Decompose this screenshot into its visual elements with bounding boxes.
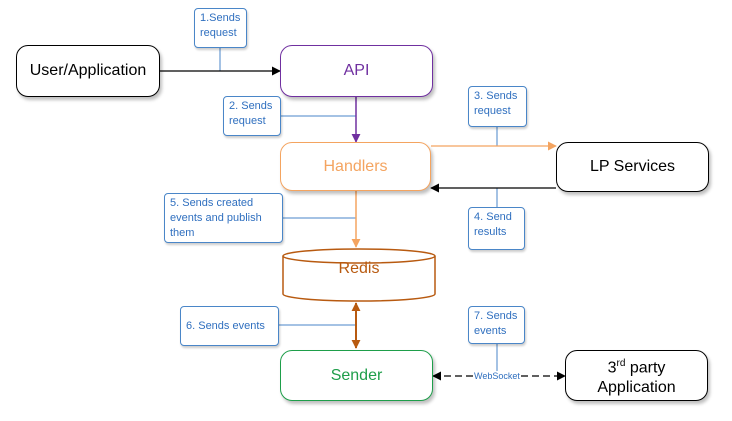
redis-cylinder <box>282 248 436 302</box>
note-6-sends-events: 6. Sends events <box>180 306 279 346</box>
note-5-sends-created-events: 5. Sends created events and publish them <box>164 193 283 243</box>
third-party-application-node[interactable]: 3rd party Application <box>565 350 708 401</box>
lp-services-node[interactable]: LP Services <box>556 142 709 192</box>
user-application-label: User/Application <box>29 62 147 79</box>
third-party-line1: 3rd party <box>607 358 666 377</box>
handlers-node[interactable]: Handlers <box>280 142 431 191</box>
api-label: API <box>343 62 370 79</box>
note-3-sends-request: 3. Sends request <box>468 86 527 127</box>
sender-node[interactable]: Sender <box>280 350 433 401</box>
third-party-line2: Application <box>597 378 676 396</box>
note-2-sends-request: 2. Sends request <box>223 96 281 136</box>
note-4-send-results: 4. Send results <box>468 207 525 250</box>
redis-label: Redis <box>338 260 380 277</box>
websocket-label: WebSocket <box>473 371 521 382</box>
handlers-label: Handlers <box>323 157 388 175</box>
api-node[interactable]: API <box>280 45 433 97</box>
note-7-sends-events: 7. Sends events <box>468 306 525 344</box>
ordinal-suffix: rd <box>616 358 626 370</box>
user-application-node[interactable]: User/Application <box>16 45 160 97</box>
note-1-sends-request: 1.Sends request <box>194 8 247 48</box>
lp-services-label: LP Services <box>589 158 676 175</box>
sender-label: Sender <box>330 366 383 384</box>
